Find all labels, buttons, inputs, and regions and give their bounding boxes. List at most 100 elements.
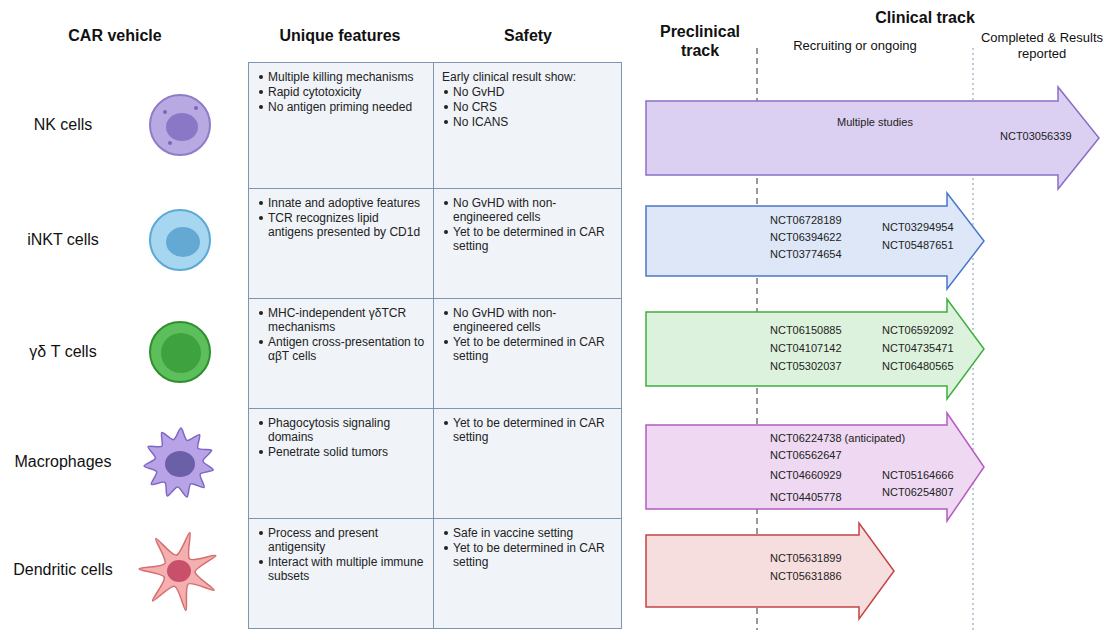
trial-id: NCT03294954 [882, 221, 954, 234]
column-header: Safety [435, 26, 621, 45]
feature-text: Phagocytosis signaling domains [268, 416, 390, 444]
feature-text: Yet to be determined in CAR setting [453, 541, 605, 569]
bullet-dot [444, 546, 448, 550]
bullet-dot [259, 531, 263, 535]
arrow-outline [646, 299, 984, 399]
arrow-outline [646, 523, 894, 619]
feature-text: Early clinical result show: [442, 70, 576, 84]
bullet-dot [259, 421, 263, 425]
bullet-dot [259, 90, 263, 94]
trial-id: NCT06150885 [770, 324, 842, 337]
cell-body [144, 428, 213, 497]
trial-id: NCT04405778 [770, 491, 842, 504]
info-box: Yet to be determined in CAR setting [433, 408, 622, 519]
feature-text: Yet to be determined in CAR setting [453, 335, 605, 363]
trial-id: NCT06394622 [770, 231, 842, 244]
trial-id: Multiple studies [835, 116, 915, 129]
feature-text: Yet to be determined in CAR setting [453, 225, 605, 253]
granule [168, 141, 172, 145]
bullet-dot [259, 216, 263, 220]
list-item: No antigen priming needed [257, 100, 426, 114]
bullet-dot [259, 450, 263, 454]
feature-text: Rapid cytotoxicity [268, 85, 361, 99]
cell-type-name: Dendritic cells [4, 560, 122, 579]
trial-id: NCT04660929 [770, 469, 842, 482]
bullet-dot [444, 90, 448, 94]
dendritic-cell-icon [139, 533, 216, 611]
feature-text: Innate and adoptive features [268, 196, 420, 210]
list-item: Yet to be determined in CAR setting [442, 416, 614, 444]
feature-text: Interact with multiple immune subsets [268, 555, 423, 583]
bullet-dot [444, 230, 448, 234]
cell-type-name: Macrophages [4, 452, 122, 471]
feature-text: MHC-independent γδTCR mechanisms [268, 306, 406, 334]
trial-id: NCT06480565 [882, 360, 954, 373]
gd-t-cell-icon [150, 322, 210, 382]
bullet-dot [259, 311, 263, 315]
list-item: Phagocytosis signaling domains [257, 416, 426, 444]
cell-nucleus [167, 560, 191, 582]
list-item: Innate and adoptive features [257, 196, 426, 210]
arrow-outline [646, 193, 984, 289]
feature-text: Yet to be determined in CAR setting [453, 416, 605, 444]
column-header: Clinical track [845, 8, 1005, 27]
info-box: No GvHD with non-engineered cellsYet to … [433, 188, 622, 299]
cell-nucleus [161, 333, 201, 373]
feature-text: Penetrate solid tumors [268, 445, 388, 459]
info-box: Phagocytosis signaling domainsPenetrate … [248, 408, 434, 519]
info-box: No GvHD with non-engineered cellsYet to … [433, 298, 622, 409]
feature-text: No GvHD with non-engineered cells [453, 306, 556, 334]
cell-body [150, 210, 210, 270]
cell-nucleus [166, 113, 198, 141]
feature-text: No GvHD with non-engineered cells [453, 196, 556, 224]
list-item: No CRS [442, 100, 614, 114]
bullet-dot [444, 340, 448, 344]
trial-id: NCT04735471 [882, 342, 954, 355]
trial-id: NCT06224738 (anticipated) [770, 432, 905, 445]
list-item: No GvHD [442, 85, 614, 99]
cell-body [150, 322, 210, 382]
trial-id: NCT05631899 [770, 552, 842, 565]
info-box: Multiple killing mechanismsRapid cytotox… [248, 62, 434, 189]
list-item: Rapid cytotoxicity [257, 85, 426, 99]
track-arrow: NCT06224738 (anticipated)NCT06562647NCT0… [645, 412, 985, 522]
trial-id: NCT06592092 [882, 324, 954, 337]
feature-text: Process and present antigensity [268, 526, 378, 554]
inkt-cell-icon [150, 210, 210, 270]
cell-body [139, 533, 216, 611]
arrow-outline [646, 413, 984, 521]
info-box: MHC-independent γδTCR mechanismsAntigen … [248, 298, 434, 409]
list-item: No GvHD with non-engineered cells [442, 306, 614, 334]
cell-nucleus [165, 451, 195, 477]
column-header: Completed & Results reported [980, 30, 1104, 62]
info-box: Innate and adoptive featuresTCR recogniz… [248, 188, 434, 299]
list-item: Yet to be determined in CAR setting [442, 225, 614, 253]
trial-id: NCT03774654 [770, 248, 842, 261]
feature-text: Antigen cross-presentation to αβT cells [268, 335, 424, 363]
bullet-dot [444, 201, 448, 205]
cell-type-name: γδ T cells [4, 342, 122, 361]
feature-text: Safe in vaccine setting [453, 526, 573, 540]
info-box: Early clinical result show:No GvHDNo CRS… [433, 62, 622, 189]
list-item: TCR recognizes lipid antigens presented … [257, 211, 426, 239]
trial-id: NCT06254807 [882, 486, 954, 499]
bullet-dot [444, 120, 448, 124]
list-item: Antigen cross-presentation to αβT cells [257, 335, 426, 363]
bullet-dot [444, 531, 448, 535]
bullet-dot [259, 75, 263, 79]
cell-nucleus [166, 227, 200, 257]
arrow-shape [645, 412, 985, 522]
list-item: Yet to be determined in CAR setting [442, 541, 614, 569]
cell-body [150, 95, 210, 155]
granule [194, 106, 198, 110]
list-item: Process and present antigensity [257, 526, 426, 554]
feature-text: Multiple killing mechanisms [268, 70, 413, 84]
bullet-dot [259, 340, 263, 344]
list-item: Interact with multiple immune subsets [257, 555, 426, 583]
list-item: No ICANS [442, 115, 614, 129]
feature-text: No ICANS [453, 115, 508, 129]
feature-text: TCR recognizes lipid antigens presented … [268, 211, 420, 239]
list-item: Multiple killing mechanisms [257, 70, 426, 84]
track-arrow: NCT06150885NCT04107142NCT05302037NCT0659… [645, 298, 985, 400]
